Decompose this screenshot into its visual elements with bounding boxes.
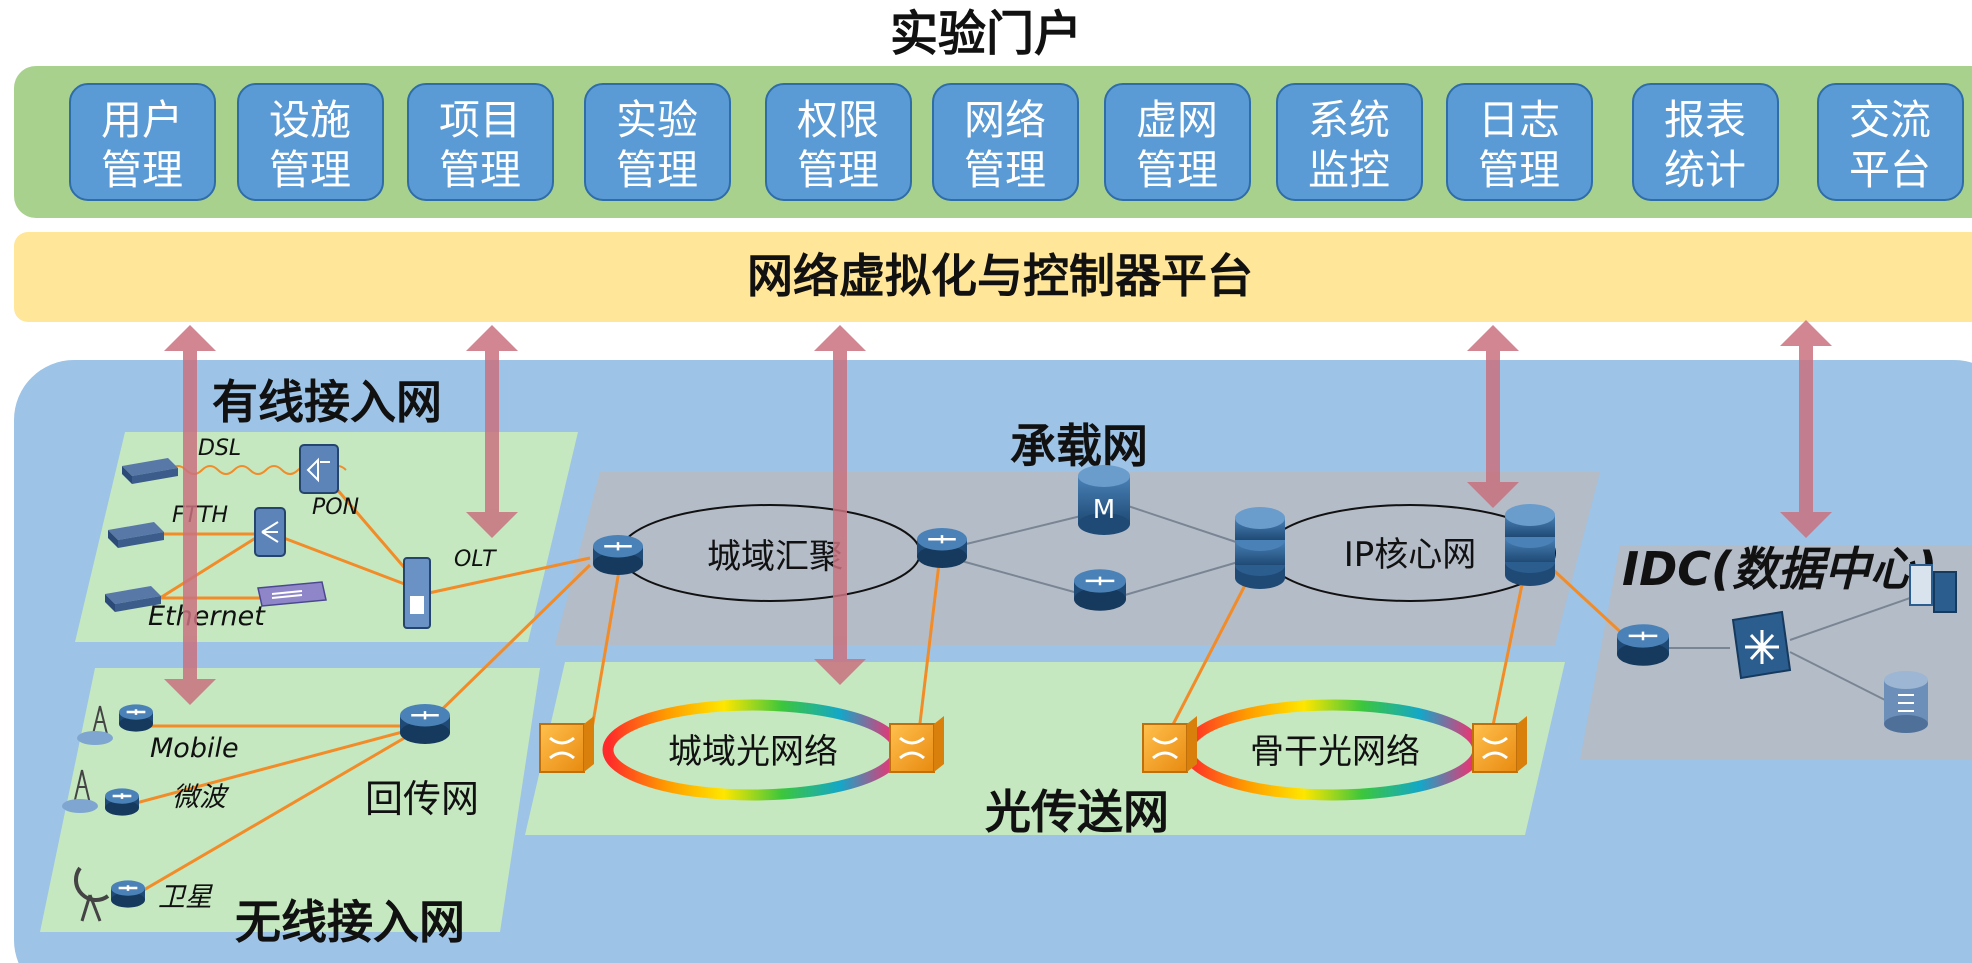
ethernet-label: Ethernet: [148, 601, 266, 632]
olt-label: OLT: [454, 547, 497, 572]
oxc-devices: [539, 716, 1527, 773]
portal-button-line1: 网络: [964, 96, 1046, 144]
microwave-tower-icon: [62, 769, 98, 813]
core-router-right-icon: [1505, 504, 1555, 586]
idc-title: IDC(数据中心): [1622, 542, 1937, 596]
oxc-metro-left-icon: [539, 716, 594, 773]
splitter-icon: [254, 507, 286, 557]
bearer-network-title: 承载网: [1010, 419, 1148, 473]
platform-arrow-5: [1780, 320, 1832, 538]
portal-button-line2: 监控: [1308, 146, 1390, 194]
ftth-label: FTTH: [172, 503, 228, 528]
platform-arrow-1: [164, 325, 216, 705]
portal-button-line1: 权限: [797, 96, 879, 144]
metro-agg-router-right-icon: [917, 528, 967, 568]
portal-button-line1: 虚网: [1136, 96, 1218, 144]
portal-button-line1: 系统: [1308, 96, 1390, 144]
bearer-network-area: [555, 472, 1600, 645]
oxc-backbone-left-icon: [1142, 716, 1197, 773]
portal-button-line1: 交流: [1849, 96, 1931, 144]
routers: [105, 528, 1669, 908]
platform-arrow-3: [814, 325, 866, 685]
portal-buttons: 用户管理设施管理项目管理实验管理权限管理网络管理虚网管理系统监控日志管理报表统计…: [69, 83, 1964, 201]
portal-button-line2: 统计: [1664, 146, 1746, 194]
satellite-dish-icon: [74, 866, 110, 922]
portal-button-line2: 管理: [797, 146, 879, 194]
svg-text:M: M: [1093, 495, 1115, 525]
satellite-label: 卫星: [158, 882, 213, 913]
portal-button-line2: 管理: [269, 146, 351, 194]
satellite-router-icon: [111, 880, 145, 908]
ftth-modem-icon: [108, 522, 164, 548]
portal-button-line1: 项目: [439, 96, 521, 144]
platform-title: 网络虚拟化与控制器平台: [747, 249, 1253, 303]
metro-aggregation-label: 城域汇聚: [707, 537, 843, 577]
backhaul-router-icon: [400, 704, 450, 744]
portal-button-line2: 管理: [101, 146, 183, 194]
core-lower-router-icon: [1074, 569, 1126, 611]
pon-device-icon: [299, 444, 339, 494]
wired-access-title: 有线接入网: [212, 375, 442, 429]
platform-arrow-4: [1467, 325, 1519, 508]
platform-band: [14, 232, 1972, 322]
backhaul-label: 回传网: [365, 777, 479, 821]
portal-button-line2: 管理: [616, 146, 698, 194]
portal-button-line2: 平台: [1849, 146, 1931, 194]
microwave-router-icon: [105, 788, 139, 816]
ethernet-modem-icon: [105, 586, 161, 612]
portal-button-line1: 实验: [616, 96, 698, 144]
portal-button-line2: 管理: [439, 146, 521, 194]
portal-button-line1: 报表: [1664, 96, 1746, 144]
portal-button-line2: 管理: [964, 146, 1046, 194]
dsl-label: DSL: [198, 436, 241, 461]
platform-arrow-2: [466, 325, 518, 538]
portal-button-line1: 用户: [101, 96, 183, 144]
mobile-tower-icon: [77, 705, 113, 745]
idc-switch-icon: [1731, 610, 1792, 680]
olt-device-icon: [403, 557, 431, 629]
wireless-access-title: 无线接入网: [235, 895, 465, 949]
portal-title: 实验门户: [890, 6, 1082, 62]
optical-transport-title: 光传送网: [985, 785, 1169, 839]
portal-button-line1: 日志: [1478, 96, 1560, 144]
mobile-label: Mobile: [150, 733, 239, 764]
backbone-optical-label: 骨干光网络: [1250, 732, 1420, 772]
metro-optical-label: 城域光网络: [668, 732, 838, 772]
portal-button-line2: 管理: [1478, 146, 1560, 194]
oxc-backbone-right-icon: [1472, 716, 1527, 773]
mobile-router-icon: [119, 704, 153, 732]
wired-access-area: [75, 432, 578, 642]
metro-agg-router-left-icon: [593, 535, 643, 575]
idc-server-icon: [1909, 564, 1957, 613]
idc-storage-icon: [1884, 671, 1928, 733]
microwave-label: 微波: [172, 782, 230, 813]
core-links: [957, 504, 1911, 701]
oxc-metro-right-icon: [889, 716, 944, 773]
portal-button-line1: 设施: [269, 96, 351, 144]
idc-router-icon: [1617, 624, 1669, 666]
pon-label: PON: [312, 495, 359, 520]
dsl-modem-icon: [122, 458, 178, 484]
ip-core-label: IP核心网: [1344, 535, 1477, 575]
ethernet-switch-icon: [257, 581, 327, 607]
platform-arrows: [164, 320, 1832, 705]
core-router-left-icon: [1235, 507, 1285, 589]
m-router-icon: M: [1078, 465, 1130, 535]
portal-button-line2: 管理: [1136, 146, 1218, 194]
